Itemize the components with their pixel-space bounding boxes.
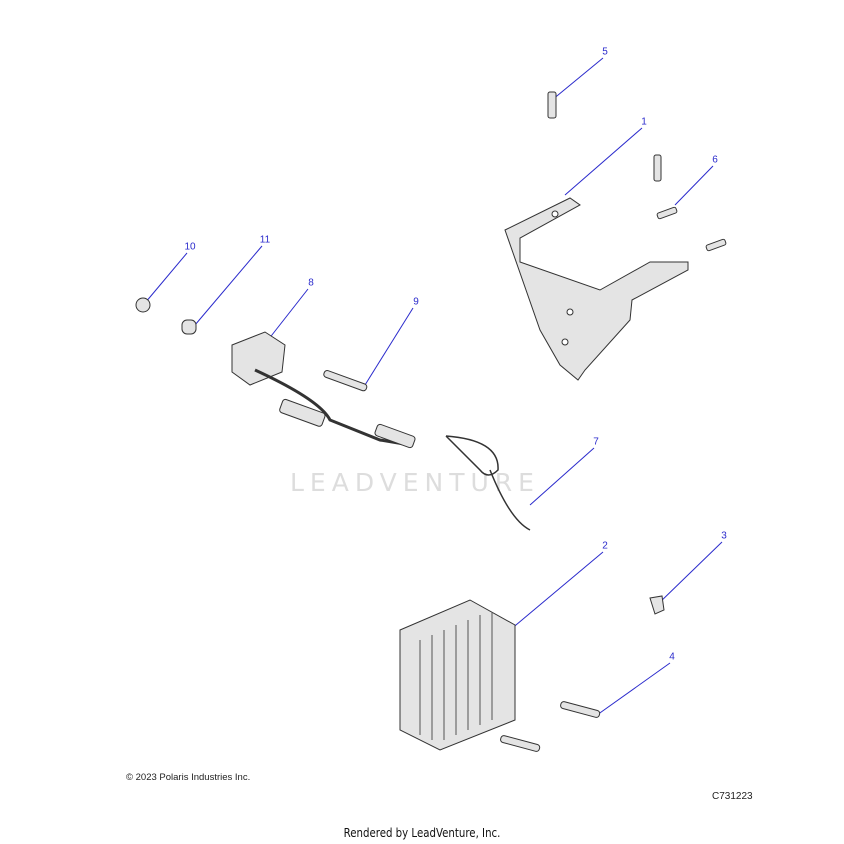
module-part-8 bbox=[231, 331, 286, 386]
callout-11[interactable]: 11 bbox=[259, 234, 271, 246]
diagram-code: C731223 bbox=[712, 791, 753, 802]
callout-4[interactable]: 4 bbox=[669, 651, 675, 663]
callout-1[interactable]: 1 bbox=[641, 116, 647, 128]
nut-part-10 bbox=[135, 297, 151, 313]
callout-10[interactable]: 10 bbox=[184, 241, 196, 253]
cable-tie-part-7 bbox=[445, 435, 531, 531]
callout-9[interactable]: 9 bbox=[413, 296, 419, 308]
leader-5 bbox=[551, 57, 604, 101]
clip-part-3 bbox=[649, 595, 665, 615]
leader-3 bbox=[656, 541, 723, 606]
leader-8 bbox=[267, 288, 309, 341]
callout-5[interactable]: 5 bbox=[602, 46, 608, 58]
callout-8[interactable]: 8 bbox=[308, 277, 314, 289]
leader-7 bbox=[529, 447, 595, 506]
screw-part-5 bbox=[547, 91, 557, 119]
leader-11 bbox=[194, 245, 263, 326]
leader-4 bbox=[596, 662, 671, 716]
screw-part-4 bbox=[560, 701, 601, 718]
leader-9 bbox=[364, 307, 414, 386]
spacer-part-11 bbox=[181, 319, 197, 335]
callout-7[interactable]: 7 bbox=[593, 436, 599, 448]
rendered-by-text: Rendered by LeadVenture, Inc. bbox=[343, 826, 501, 840]
callout-2[interactable]: 2 bbox=[602, 540, 608, 552]
bolt-part-9 bbox=[323, 370, 368, 392]
leader-2 bbox=[509, 551, 604, 631]
callout-6[interactable]: 6 bbox=[712, 154, 718, 166]
callout-3[interactable]: 3 bbox=[721, 530, 727, 542]
copyright-text: © 2023 Polaris Industries Inc. bbox=[126, 772, 251, 783]
leader-10 bbox=[144, 252, 188, 304]
regulator-part-2 bbox=[399, 599, 516, 751]
leader-lines bbox=[144, 57, 723, 716]
bracket-part-1 bbox=[504, 197, 689, 381]
leader-6 bbox=[674, 165, 714, 206]
bolt-part-6 bbox=[656, 206, 678, 220]
leader-1 bbox=[564, 127, 643, 196]
